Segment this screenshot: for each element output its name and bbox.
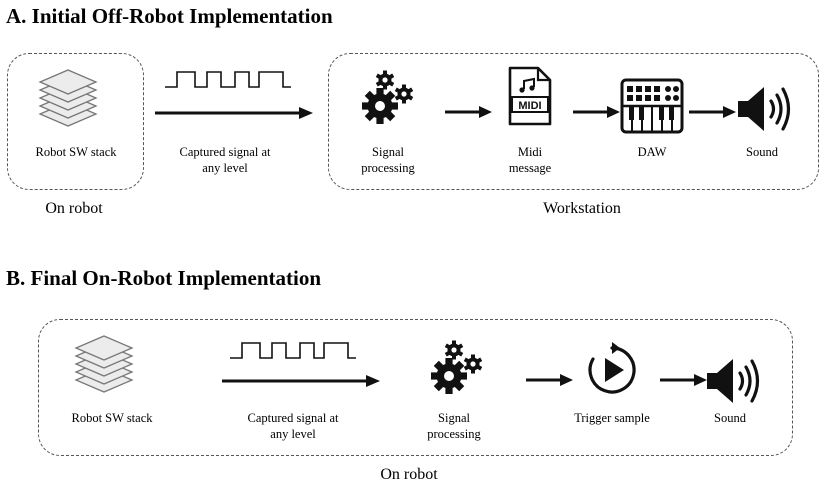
signal-processing-line2: processing (361, 161, 415, 175)
on-robot-caption-a: On robot (45, 200, 103, 217)
signal-processing-line2: processing (427, 427, 481, 441)
captured-signal-label-a: Captured signal at any level (160, 144, 290, 176)
on-robot-caption-b: On robot (380, 466, 438, 483)
layers-icon (36, 68, 100, 132)
daw-label: DAW (637, 145, 667, 159)
workstation-caption: Workstation (543, 200, 621, 217)
captured-signal-line2: any level (270, 427, 316, 441)
midi-icon-text: MIDI (518, 100, 541, 112)
arrow-icon (222, 375, 380, 387)
signal-processing-label-a: Signal processing (340, 144, 436, 176)
sound-label-b: Sound (714, 411, 746, 425)
replay-play-icon (584, 342, 640, 398)
arrow-icon (689, 106, 736, 118)
section-a-title: A. Initial Off-Robot Implementation (6, 4, 333, 28)
signal-processing-label-b: Signal processing (406, 410, 502, 442)
speaker-icon (704, 356, 764, 406)
daw-keyboard-icon (620, 78, 684, 134)
captured-signal-line1: Captured signal at (247, 411, 339, 425)
section-b-title: B. Final On-Robot Implementation (6, 266, 322, 290)
midi-line1: Midi (517, 145, 543, 159)
signal-processing-line1: Signal (438, 411, 470, 425)
workstation-box (328, 53, 819, 190)
square-wave-icon (165, 71, 291, 88)
signal-processing-line1: Signal (372, 145, 404, 159)
midi-file-icon: MIDI (508, 66, 552, 126)
speaker-icon (735, 84, 795, 134)
sound-label-a: Sound (746, 145, 778, 159)
square-wave-icon (230, 342, 356, 359)
captured-signal-line1: Captured signal at (179, 145, 271, 159)
gears-icon (356, 68, 416, 128)
arrow-icon (526, 374, 573, 386)
arrow-icon (573, 106, 620, 118)
on-robot-box-b (38, 319, 793, 456)
robot-sw-stack-label-b: Robot SW stack (71, 411, 153, 425)
midi-message-label: Midi message (490, 144, 570, 176)
trigger-sample-label: Trigger sample (574, 411, 650, 425)
robot-sw-stack-label-a: Robot SW stack (35, 145, 117, 159)
arrow-icon (660, 374, 707, 386)
captured-signal-line2: any level (202, 161, 248, 175)
captured-signal-label-b: Captured signal at any level (228, 410, 358, 442)
midi-line2: message (508, 161, 552, 175)
on-robot-box-a (7, 53, 144, 190)
arrow-icon (155, 107, 313, 119)
gears-icon (425, 338, 485, 398)
layers-icon (72, 334, 136, 398)
arrow-icon (445, 106, 492, 118)
